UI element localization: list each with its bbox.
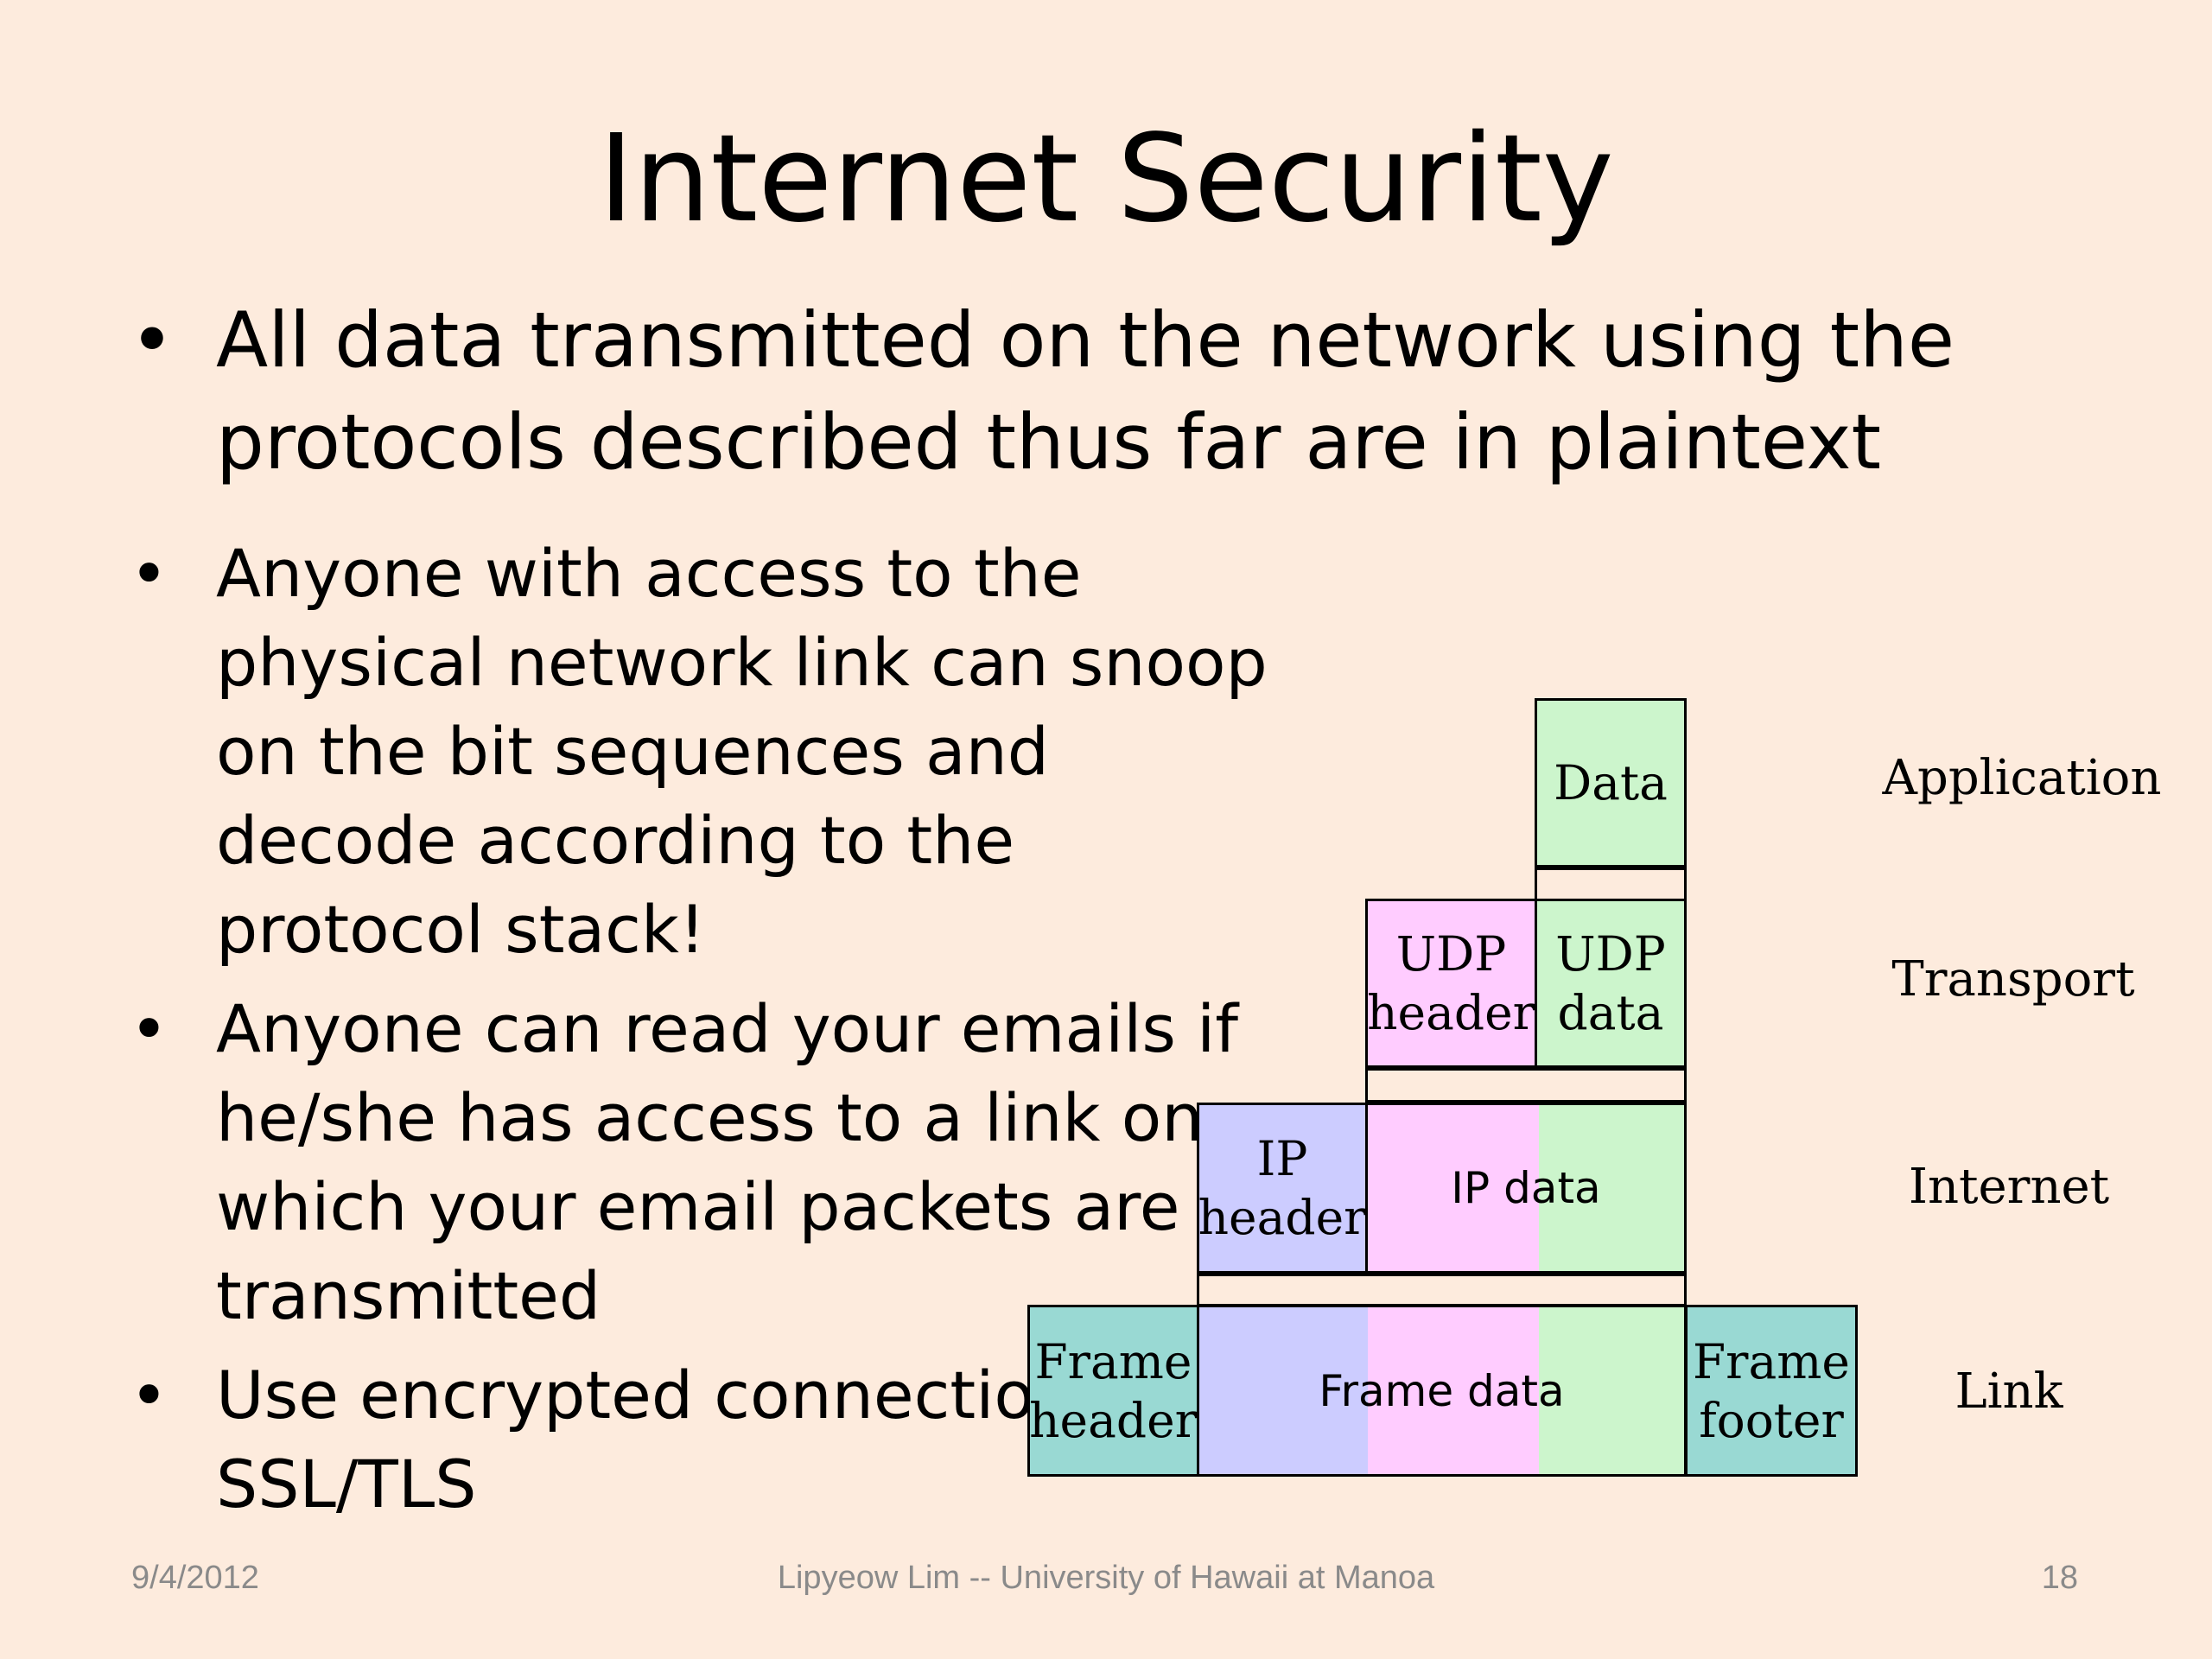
application-data-box [1535,698,1687,868]
bullet-marker: • [130,990,168,1067]
slide-title: Internet Security [598,109,1614,250]
bullet-marker: • [130,296,175,385]
frame-footer-box [1685,1305,1858,1477]
footer-author: Lipyeow Lim -- University of Hawaii at M… [777,1560,1435,1596]
udp-header-box [1365,899,1537,1068]
footer-page-number: 18 [2041,1560,2078,1596]
connector-internet-link [1197,1274,1687,1306]
udp-data-box [1535,899,1687,1068]
bullet-text: Anyone can read your emails if he/she ha… [216,990,1238,1334]
ip-data-label: IP data [1451,1163,1601,1213]
footer-date: 9/4/2012 [131,1560,259,1596]
layer-label-application: Application [1882,749,2162,806]
bullet-marker: • [130,535,168,612]
bullet-marker: • [130,1357,168,1433]
frame-header-label: Frame header [1029,1333,1198,1448]
connector-app-transport [1535,868,1687,902]
application-data-label: Data [1554,755,1668,810]
intro-bullet-list: • All data transmitted on the network us… [130,289,2117,493]
udp-data-label: UDP data [1555,926,1666,1040]
bullet-plaintext: • All data transmitted on the network us… [130,289,2117,493]
bullet-text: All data transmitted on the network usin… [216,296,1955,486]
layer-label-internet: Internet [1908,1158,2110,1215]
connector-transport-internet [1365,1068,1687,1103]
ip-header-box [1197,1103,1368,1274]
ip-data-box [1365,1103,1687,1274]
layer-label-transport: Transport [1891,950,2135,1007]
frame-data-label: Frame data [1319,1365,1565,1416]
bullet-text: Anyone with access to the physical netwo… [216,535,1268,968]
udp-header-label: UDP header [1367,926,1535,1040]
bullet-emails: • Anyone can read your emails if he/she … [130,984,1296,1340]
frame-footer-label: Frame footer [1693,1333,1850,1448]
ip-header-label: IP header [1198,1131,1367,1245]
layer-label-link: Link [1955,1363,2063,1420]
bullet-snoop: • Anyone with access to the physical net… [130,529,1296,974]
